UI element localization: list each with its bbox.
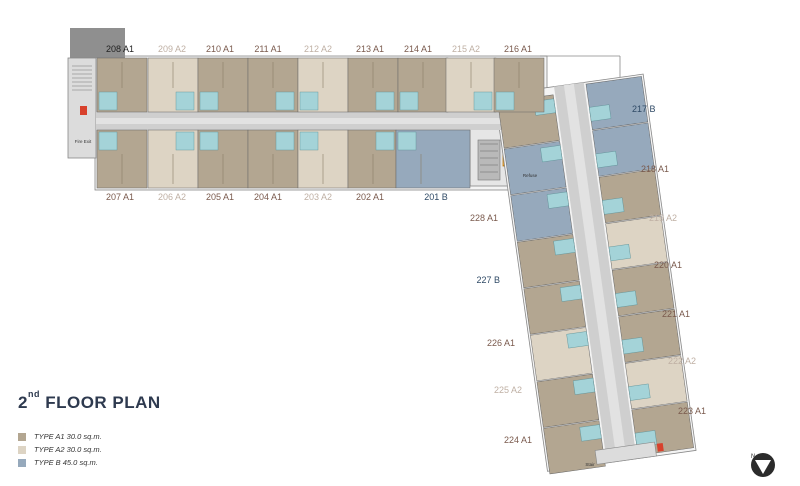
unit-label-top: 214 A1 <box>404 44 432 54</box>
unit-label-left: 226 A1 <box>487 338 515 348</box>
unit-label-right: 218 A1 <box>641 164 669 174</box>
refuse-label: Refuse <box>523 173 538 178</box>
bathroom <box>579 424 602 442</box>
bathroom <box>566 331 589 349</box>
bathroom <box>375 131 395 151</box>
unit-label-bottom: 203 A2 <box>304 192 332 202</box>
unit-label-top: 211 A1 <box>254 44 281 54</box>
unit-label-right: 221 A1 <box>662 309 690 319</box>
legend-label-a1: TYPE A1 30.0 sq.m. <box>34 432 102 441</box>
bathroom <box>399 91 419 111</box>
unit-label-right: 220 A1 <box>654 260 682 270</box>
legend-swatch-a2 <box>18 445 26 454</box>
bathroom <box>175 131 195 151</box>
bathroom <box>98 131 118 151</box>
floor-plan-title: 2nd FLOOR PLAN <box>18 389 161 413</box>
bathroom <box>275 131 295 151</box>
unit-label-top: 210 A1 <box>206 44 234 54</box>
svg-text:N: N <box>751 454 755 460</box>
unit-label-top: 216 A1 <box>504 44 532 54</box>
legend-label-a2: TYPE A2 30.0 sq.m. <box>34 445 102 454</box>
north-arrow-icon: N <box>751 453 775 477</box>
bathroom <box>553 238 576 256</box>
bathroom <box>473 91 493 111</box>
unit-label-top: 213 A1 <box>356 44 384 54</box>
unit-label-right: 219 A2 <box>649 213 677 223</box>
bathroom <box>621 337 644 355</box>
bathroom <box>275 91 295 111</box>
bathroom <box>199 91 219 111</box>
unit-label-right: 217 B <box>632 104 656 114</box>
fire-exit-label: Fire Exit <box>75 139 92 144</box>
unit-label-bottom: 207 A1 <box>106 192 134 202</box>
unit-label-right: 223 A1 <box>678 406 706 416</box>
legend-item-a1: TYPE A1 30.0 sq.m. <box>18 430 102 443</box>
lift-core <box>477 139 501 181</box>
fire-hose-icon <box>656 442 664 452</box>
bathroom <box>628 383 651 401</box>
unit-label-left: 228 A1 <box>470 213 498 223</box>
fire-hose-icon <box>80 106 87 115</box>
unit-label-bottom: 206 A2 <box>158 192 186 202</box>
legend: TYPE A1 30.0 sq.m. TYPE A2 30.0 sq.m. TY… <box>18 430 102 469</box>
room-details <box>98 62 520 184</box>
unit-label-top: 212 A2 <box>304 44 332 54</box>
wing-units <box>497 76 694 475</box>
bathroom <box>495 91 515 111</box>
bathroom <box>559 284 583 302</box>
unit-label-top: 209 A2 <box>158 44 186 54</box>
bathroom <box>546 191 569 209</box>
corridor-walkway <box>96 118 546 124</box>
legend-swatch-a1 <box>18 432 26 441</box>
bathroom <box>608 244 631 262</box>
floor-number: 2 <box>18 393 28 412</box>
legend-label-b: TYPE B 45.0 sq.m. <box>34 458 98 467</box>
unit-label-right: 222 A2 <box>668 356 696 366</box>
bathroom <box>397 131 417 151</box>
legend-item-b: TYPE B 45.0 sq.m. <box>18 456 102 469</box>
unit-label-left: 227 B <box>476 275 500 285</box>
unit-label-left: 225 A2 <box>494 385 522 395</box>
bathroom <box>615 290 638 308</box>
bathroom <box>199 131 219 151</box>
bathroom <box>299 91 319 111</box>
unit-label-left: 224 A1 <box>504 435 532 445</box>
legend-swatch-b <box>18 458 26 467</box>
bathroom <box>375 91 395 111</box>
bathroom <box>299 131 319 151</box>
bathroom <box>589 104 612 122</box>
stair-core-south <box>594 441 657 465</box>
unit-label-bottom: 205 A1 <box>206 192 234 202</box>
bathroom <box>602 197 625 215</box>
unit-label-bottom: 204 A1 <box>254 192 282 202</box>
unit-labels: 208 A1 209 A2 210 A1 211 A1 212 A2 213 A1 214 … <box>75 44 706 467</box>
bathroom <box>175 91 195 111</box>
unit-label-top: 215 A2 <box>452 44 480 54</box>
roof-block <box>70 28 125 58</box>
bathroom <box>98 91 118 111</box>
unit-label-top: 208 A1 <box>106 44 134 54</box>
corridor-diagonal-walkway <box>563 83 627 462</box>
stair-label: Stair <box>585 462 595 467</box>
bathroom <box>540 145 563 163</box>
bathroom <box>595 150 618 169</box>
floor-title-text: FLOOR PLAN <box>45 393 161 412</box>
legend-item-a2: TYPE A2 30.0 sq.m. <box>18 443 102 456</box>
bathroom <box>572 377 596 395</box>
floor-ordinal: nd <box>27 389 40 399</box>
unit-label-bottom: 202 A1 <box>356 192 384 202</box>
unit-label-bottom: 201 B <box>424 192 448 202</box>
unit-block <box>611 262 675 317</box>
